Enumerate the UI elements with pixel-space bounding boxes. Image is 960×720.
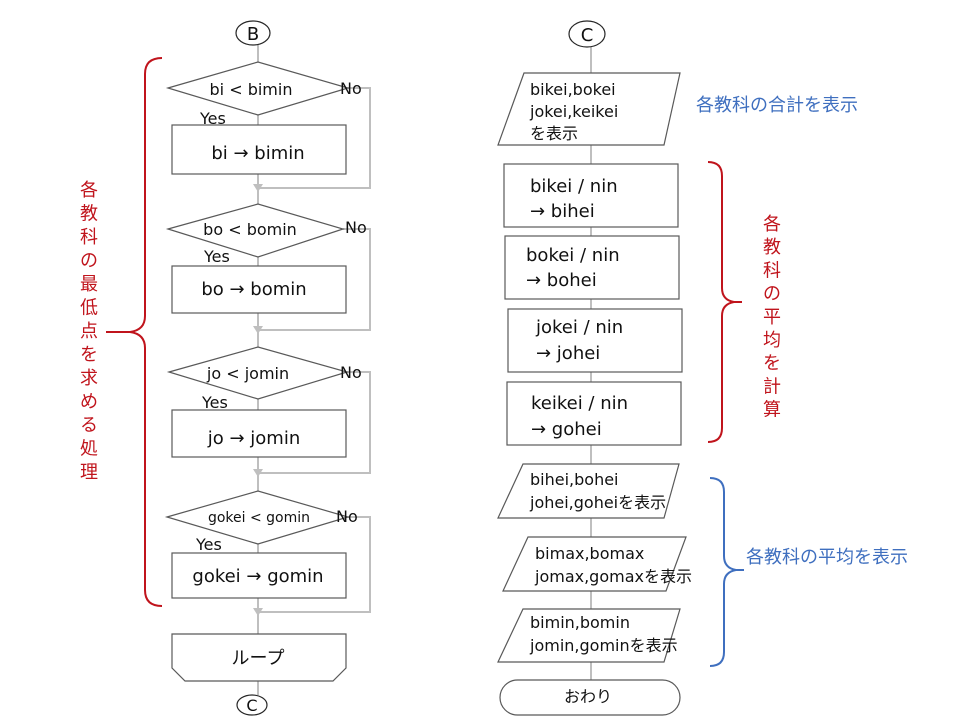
connector-c-top-label: C	[581, 25, 594, 46]
calc-johei-line2: → johei	[536, 343, 600, 364]
output-max: bimax,bomax jomax,gomaxを表示	[502, 536, 692, 592]
process-jomin: jo → jomin	[171, 409, 347, 458]
connector-c-bottom-label: C	[246, 696, 257, 715]
calc-johei: jokei / nin → johei	[507, 308, 683, 373]
annotation-calc: 各教科の平均を計算	[763, 214, 781, 421]
end-label: おわり	[564, 687, 612, 706]
process-gomin-label: gokei → gomin	[192, 566, 323, 587]
left-flow-lines	[257, 45, 371, 695]
output-max-line1: bimax,bomax	[535, 544, 644, 563]
output-min-line2: jomin,gominを表示	[529, 636, 678, 655]
annotation-display: 各教科の平均を表示	[746, 547, 908, 568]
process-jomin-label: jo → jomin	[207, 428, 301, 449]
vertical-glyph: 点	[80, 321, 98, 342]
connector-c-top: C	[568, 20, 606, 48]
process-gomin: gokei → gomin	[171, 552, 347, 599]
process-bimin-label: bi → bimin	[211, 143, 304, 164]
annotation-totals: 各教科の合計を表示	[696, 95, 858, 116]
left-bracket	[106, 57, 163, 607]
vertical-glyph: め	[80, 392, 98, 413]
vertical-glyph: 各	[80, 180, 98, 201]
process-bomin: bo → bomin	[171, 265, 347, 314]
vertical-glyph: 教	[763, 237, 781, 258]
vertical-glyph: 科	[763, 260, 781, 281]
decision-jo-label: jo < jomin	[206, 364, 289, 383]
calc-bohei-line1: bokei / nin	[526, 245, 620, 266]
vertical-glyph: 最	[80, 274, 98, 295]
calc-bohei-line2: → bohei	[526, 270, 597, 291]
connector-b-label: B	[247, 24, 259, 45]
decision-gokei-label: gokei < gomin	[208, 510, 310, 526]
end-terminator: おわり	[499, 679, 681, 716]
vertical-glyph: 計	[763, 376, 781, 397]
calc-bihei-line2: → bihei	[530, 201, 595, 222]
left-join-arrows	[253, 184, 263, 616]
output-totals-line1: bikei,bokei	[530, 80, 616, 99]
connector-b: B	[235, 20, 271, 46]
output-totals: bikei,bokei jokei,keikei を表示	[497, 72, 681, 146]
no-label-1: No	[340, 79, 362, 98]
loop-end: ループ	[171, 633, 347, 682]
vertical-glyph: 理	[80, 462, 98, 483]
vertical-glyph: る	[80, 415, 98, 436]
vertical-glyph: 各	[763, 214, 781, 235]
vertical-glyph: 求	[80, 368, 98, 389]
vertical-glyph: 低	[80, 298, 98, 319]
calc-johei-line1: jokei / nin	[535, 317, 623, 338]
calc-bracket	[707, 161, 742, 443]
vertical-glyph: 平	[763, 307, 781, 328]
output-totals-line3: を表示	[530, 124, 578, 143]
vertical-glyph: を	[80, 345, 98, 366]
output-averages: bihei,bohei johei,goheiを表示	[497, 463, 680, 519]
output-min-line1: bimin,bomin	[530, 613, 630, 632]
output-max-line2: jomax,gomaxを表示	[534, 567, 692, 586]
loop-end-label: ループ	[232, 648, 285, 669]
yes-label-4: Yes	[195, 535, 222, 554]
vertical-glyph: の	[80, 251, 98, 272]
decision-bo-label: bo < bomin	[203, 220, 297, 239]
calc-bihei-line1: bikei / nin	[530, 176, 618, 197]
calc-gohei: keikei / nin → gohei	[506, 381, 682, 446]
no-label-4: No	[336, 507, 358, 526]
display-bracket	[709, 477, 744, 667]
vertical-glyph: 均	[763, 330, 781, 351]
output-averages-line1: bihei,bohei	[530, 470, 619, 489]
output-min: bimin,bomin jomin,gominを表示	[497, 608, 681, 663]
calc-bohei: bokei / nin → bohei	[504, 235, 680, 300]
output-averages-line2: johei,goheiを表示	[529, 493, 666, 512]
vertical-glyph: を	[763, 353, 781, 374]
no-label-2: No	[345, 218, 367, 237]
no-label-3: No	[340, 363, 362, 382]
vertical-glyph: 科	[80, 227, 98, 248]
decision-bi: bi < bimin	[165, 61, 351, 116]
vertical-glyph: 算	[763, 400, 781, 421]
decision-gokei: gokei < gomin	[164, 490, 351, 545]
process-bomin-label: bo → bomin	[201, 279, 306, 300]
yes-label-2: Yes	[203, 247, 230, 266]
vertical-glyph: 教	[80, 204, 98, 225]
yes-label-1: Yes	[199, 109, 226, 128]
vertical-glyph: の	[763, 284, 781, 305]
connector-c-bottom: C	[236, 694, 268, 716]
decision-bi-label: bi < bimin	[210, 80, 293, 99]
left-annotation: 各教科の最低点を求める処理	[80, 180, 98, 483]
vertical-glyph: 処	[80, 439, 98, 460]
process-bimin: bi → bimin	[171, 124, 347, 175]
decision-jo: jo < jomin	[166, 346, 350, 400]
calc-gohei-line1: keikei / nin	[531, 393, 628, 414]
calc-gohei-line2: → gohei	[531, 419, 602, 440]
calc-bihei: bikei / nin → bihei	[503, 163, 679, 228]
decision-bo: bo < bomin	[165, 203, 346, 258]
output-totals-line2: jokei,keikei	[529, 102, 618, 121]
yes-label-3: Yes	[201, 393, 228, 412]
